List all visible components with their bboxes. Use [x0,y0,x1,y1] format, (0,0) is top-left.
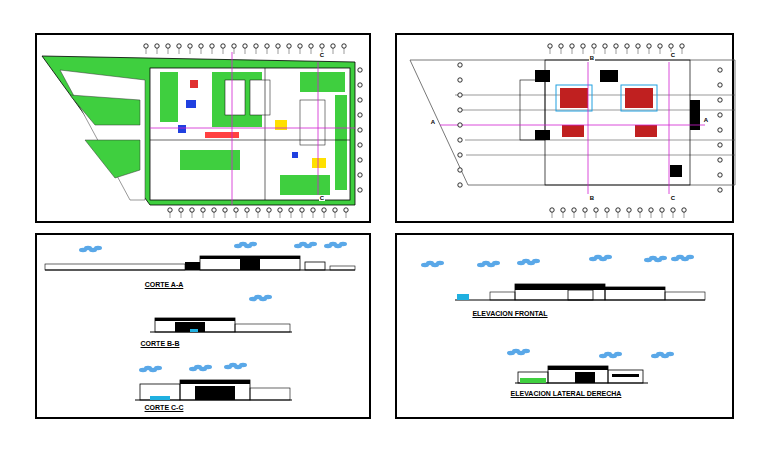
section-mark: C [319,52,325,58]
section-mark: B [589,55,595,61]
section-title: CORTE C-C [144,404,185,411]
section-title: CORTE B-B [140,340,181,347]
section-mark: C [670,52,676,58]
section-mark: A [430,119,436,125]
section-title: CORTE A-A [144,281,185,288]
elevation-title: ELEVACION LATERAL DERECHA [510,390,623,397]
elevation-title: ELEVACION FRONTAL [471,310,548,317]
section-mark: C [670,195,676,201]
section-mark: B [589,195,595,201]
section-mark: A [703,117,709,123]
section-mark: C [319,195,325,201]
